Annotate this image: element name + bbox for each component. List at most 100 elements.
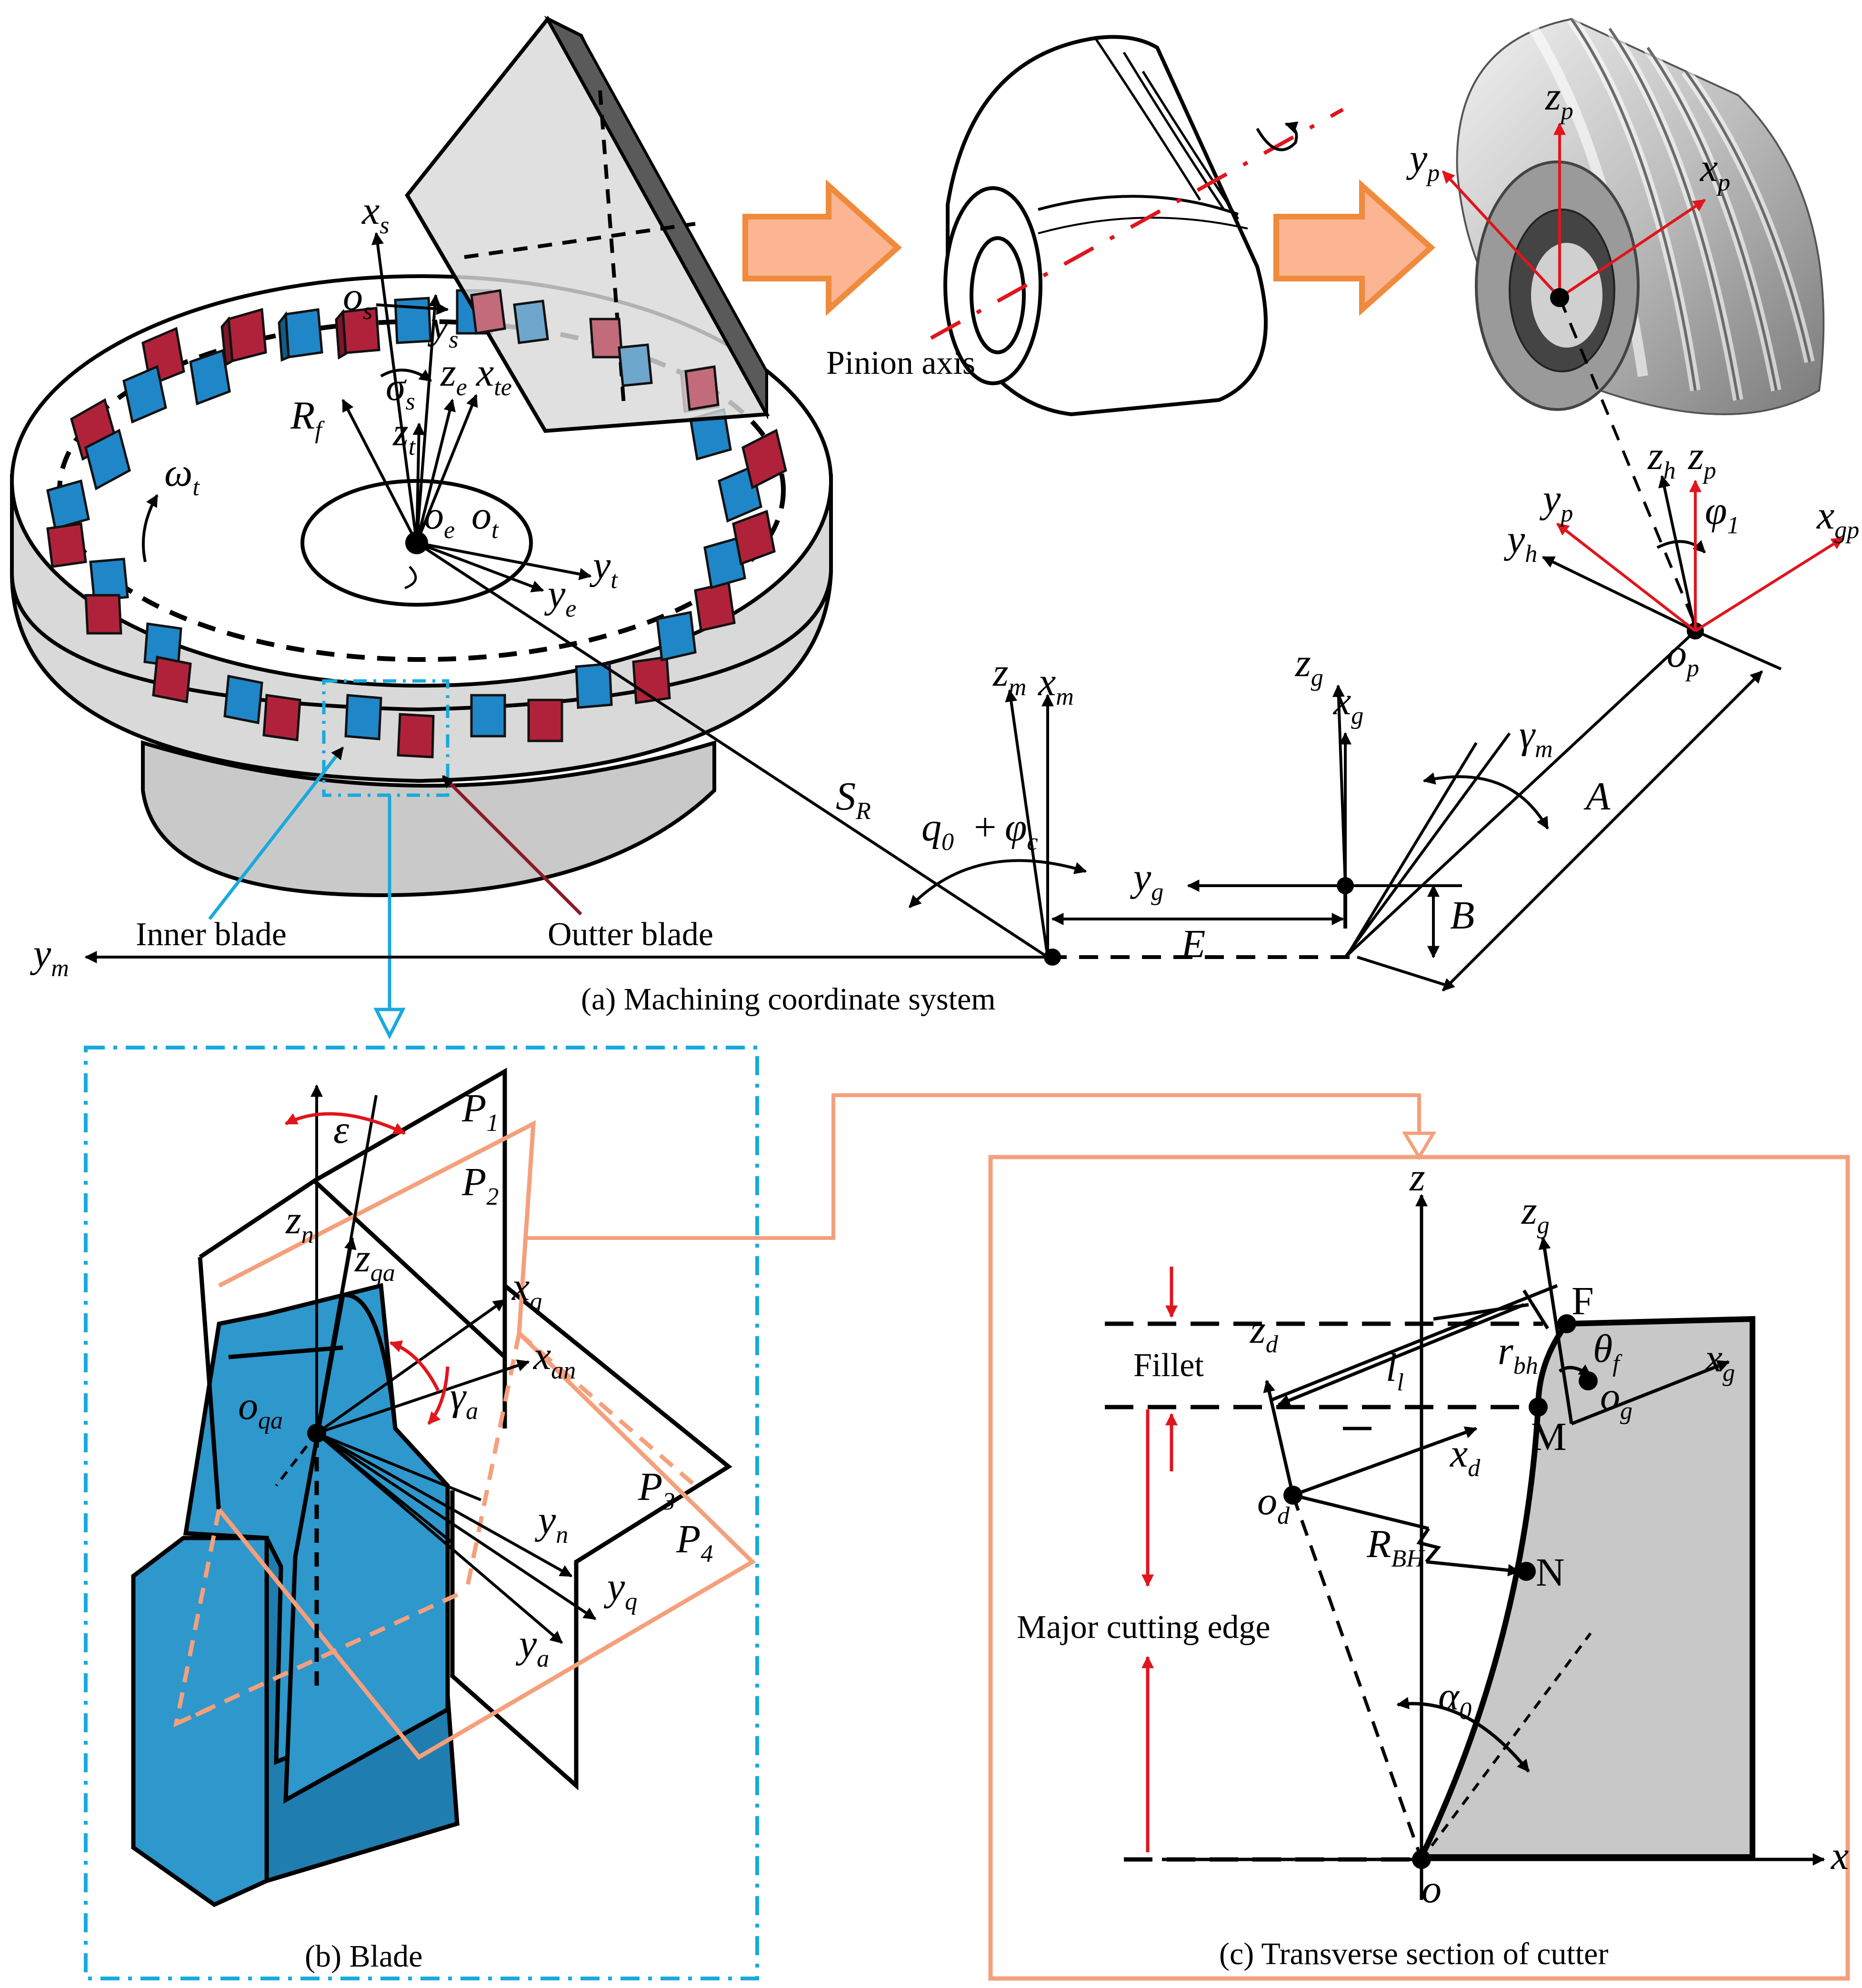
pinion-setting-red-axes: [1556, 480, 1844, 632]
blade-down-arrowhead: [373, 1008, 406, 1039]
blade-body: [131, 1283, 460, 1908]
label-epsilon: ε: [333, 1108, 350, 1152]
pinion-setting-axes: [1542, 475, 1706, 632]
label-c-z: z: [1409, 1155, 1425, 1199]
label-zp: zp: [1688, 434, 1716, 484]
cutter-axes: [141, 232, 592, 592]
label-xg: xg: [1332, 679, 1363, 729]
label-gear-zp: zp: [1545, 74, 1573, 125]
label-c-od: od: [1257, 1479, 1290, 1529]
panel-b: ε P1 P2 P3 P4 zn zqa xq xan oqa γa yn yq…: [84, 1046, 759, 1980]
pinion-axes: [1442, 122, 1706, 299]
label-c-alpha0: α0: [1438, 1674, 1472, 1725]
label-ym: ym: [30, 931, 69, 982]
section-points: [1283, 1314, 1598, 1869]
machine-frame-lines: [84, 297, 1782, 992]
label-op: op: [1667, 631, 1699, 682]
caption-c: (c) Transverse section of cutter: [1219, 1937, 1608, 1971]
outer-blade-leader: [441, 775, 582, 916]
blade-angle-arrows: [284, 1112, 450, 1425]
label-p1: P1: [461, 1086, 499, 1137]
label-c-xg: xg: [1704, 1336, 1735, 1387]
label-xq: xq: [511, 1265, 542, 1315]
label-yq: yq: [603, 1565, 637, 1615]
blade-highlight-box: [322, 679, 450, 797]
label-gear-yp: yp: [1406, 136, 1440, 187]
section-red-arrows: [1141, 1267, 1178, 1852]
label-point-f: F: [1572, 1279, 1594, 1323]
label-yp: yp: [1539, 477, 1573, 527]
label-zh: zh: [1647, 434, 1676, 484]
label-c-og: og: [1600, 1374, 1632, 1425]
workpiece-dash-1: [464, 222, 696, 259]
panel-connector: [524, 1093, 1421, 1240]
label-c-zg: zg: [1521, 1189, 1550, 1239]
label-xte: xte: [475, 350, 512, 401]
inner-blade-leader: [208, 746, 344, 920]
label-b: B: [1450, 893, 1474, 938]
label-c-rbh: rbh: [1498, 1329, 1538, 1379]
label-p4: P4: [676, 1517, 713, 1568]
section-labels: z zg zd Fillet ll rbh θf xg og F M N xd …: [1017, 1155, 1849, 1911]
od-to-o-dashed: [1291, 1494, 1423, 1860]
label-e: E: [1181, 922, 1205, 966]
caption-a: (a) Machining coordinate system: [581, 982, 996, 1017]
label-pinion-axis: Pinion axis: [826, 345, 975, 381]
process-arrow-2: [1273, 179, 1435, 316]
panel-a: xs os ys σs Rf ze xte zt ωt oe ot yt ye …: [10, 15, 1859, 1039]
label-os: os: [343, 274, 372, 325]
label-c-xd: xd: [1449, 1431, 1481, 1482]
label-yn: yn: [534, 1498, 568, 1548]
gear-origin-dot: [1337, 877, 1354, 894]
label-zt: zt: [392, 410, 416, 460]
label-zm: zm: [992, 650, 1026, 701]
label-c-x: x: [1830, 1834, 1849, 1878]
engaged-blades: [470, 289, 720, 411]
process-arrow-1: [742, 179, 902, 316]
label-xs: xs: [361, 189, 390, 239]
machine-labels: SR q0 + φc zm xm ym zg xg yg γm A B E op…: [30, 434, 1859, 982]
pinion-blank: [943, 35, 1268, 417]
panel-c: z zg zd Fillet ll rbh θf xg og F M N xd …: [988, 1155, 1850, 1981]
pinion-rotation-arrow: [1256, 121, 1299, 151]
label-xan: xan: [532, 1334, 576, 1384]
label-sigma-s: σs: [386, 365, 415, 415]
caption-b: (b) Blade: [305, 1939, 422, 1974]
label-c-o: o: [1422, 1867, 1442, 1911]
label-phi1: φ1: [1705, 489, 1739, 539]
label-p3: P3: [638, 1465, 675, 1515]
label-gamma-m: γm: [1519, 712, 1553, 763]
label-plus: +: [974, 805, 996, 849]
label-sr: SR: [836, 774, 871, 825]
label-zqa: zqa: [354, 1236, 395, 1287]
label-ys: ys: [427, 303, 459, 353]
workpiece-dash-2: [598, 90, 626, 405]
label-outter-blade: Outter blade: [548, 916, 713, 953]
label-ze: ze: [440, 350, 467, 401]
label-a: A: [1583, 774, 1611, 819]
panel-b-frame: [84, 1046, 759, 1980]
label-c-ll: ll: [1386, 1346, 1404, 1396]
label-zn: zn: [285, 1198, 314, 1249]
panel-connector-head: [1402, 1131, 1437, 1160]
label-point-n: N: [1536, 1550, 1565, 1595]
label-oqa: oqa: [238, 1384, 283, 1434]
label-yt: yt: [589, 543, 618, 594]
blade-origin-dot: [307, 1424, 326, 1443]
label-yh: yh: [1503, 517, 1537, 568]
label-gamma-a: γa: [450, 1374, 478, 1425]
label-q0: q0: [921, 805, 954, 856]
label-yg: yg: [1130, 855, 1163, 906]
label-gear-xp: xp: [1699, 146, 1730, 196]
label-xgp: xgp: [1816, 493, 1859, 544]
label-omega-t: ωt: [164, 450, 200, 501]
machine-origin-dot: [1044, 949, 1061, 966]
label-zg: zg: [1295, 641, 1323, 691]
label-phi-c: φc: [1005, 805, 1038, 856]
cutter-rim-band: [10, 571, 833, 712]
blade-labels: ε P1 P2 P3 P4 zn zqa xq xan oqa γa yn yq…: [238, 1086, 713, 1672]
blade-axes: [275, 1084, 597, 1644]
label-inner-blade: Inner blade: [136, 916, 287, 953]
label-oe: oe: [424, 493, 455, 544]
